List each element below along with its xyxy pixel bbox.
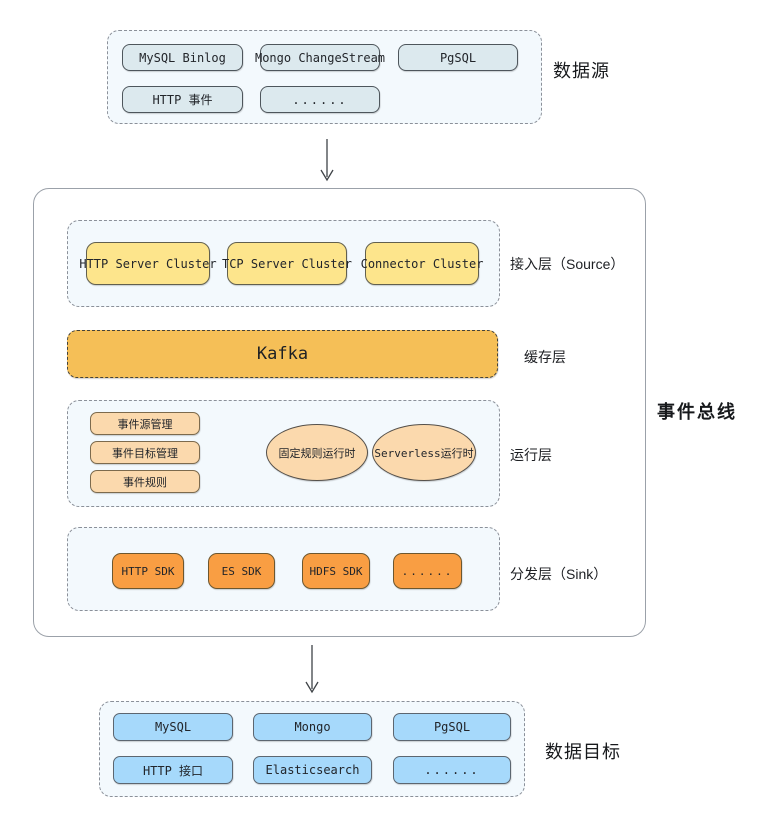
data-source-node-http-event: HTTP 事件 bbox=[122, 86, 243, 113]
data-target-node-http-api: HTTP 接口 bbox=[113, 756, 233, 784]
data-source-node-pgsql: PgSQL bbox=[398, 44, 518, 71]
access-layer-label: 接入层（Source） bbox=[510, 256, 625, 272]
access-node-tcp-server-cluster: TCP Server Cluster bbox=[222, 242, 352, 285]
down-arrow-icon bbox=[305, 645, 319, 694]
data-target-node-pgsql: PgSQL bbox=[393, 713, 511, 741]
down-arrow-icon bbox=[320, 139, 334, 182]
cache-layer-label: 缓存层 bbox=[524, 349, 566, 365]
data-target-node-more: ...... bbox=[393, 756, 511, 784]
event-bus-label: 事件总线 bbox=[657, 402, 737, 422]
runtime-layer-label: 运行层 bbox=[510, 447, 552, 463]
kafka-node: Kafka bbox=[67, 330, 498, 378]
data-source-node-mysql-binlog: MySQL Binlog bbox=[122, 44, 243, 71]
data-target-node-mongo: Mongo bbox=[253, 713, 372, 741]
runtime-ellipse-serverless: Serverless运行时 bbox=[372, 424, 476, 481]
runtime-node-event-source-mgmt: 事件源管理 bbox=[90, 412, 200, 435]
data-source-label: 数据源 bbox=[553, 61, 610, 81]
runtime-ellipse-fixed-rules: 固定规则运行时 bbox=[266, 424, 368, 481]
sink-node-es-sdk: ES SDK bbox=[208, 553, 275, 589]
sink-node-more: ...... bbox=[393, 553, 462, 589]
data-target-node-mysql: MySQL bbox=[113, 713, 233, 741]
sink-node-http-sdk: HTTP SDK bbox=[112, 553, 184, 589]
data-target-label: 数据目标 bbox=[545, 742, 621, 762]
runtime-node-event-target-mgmt: 事件目标管理 bbox=[90, 441, 200, 464]
runtime-node-event-rules: 事件规则 bbox=[90, 470, 200, 493]
access-node-http-server-cluster: HTTP Server Cluster bbox=[79, 242, 217, 285]
data-source-node-more: ...... bbox=[260, 86, 380, 113]
access-node-connector-cluster: Connector Cluster bbox=[361, 242, 483, 285]
sink-node-hdfs-sdk: HDFS SDK bbox=[302, 553, 370, 589]
sink-layer-label: 分发层（Sink） bbox=[510, 566, 608, 582]
data-source-node-mongo-changestream: Mongo ChangeStream bbox=[255, 44, 385, 71]
data-target-node-elasticsearch: Elasticsearch bbox=[253, 756, 372, 784]
